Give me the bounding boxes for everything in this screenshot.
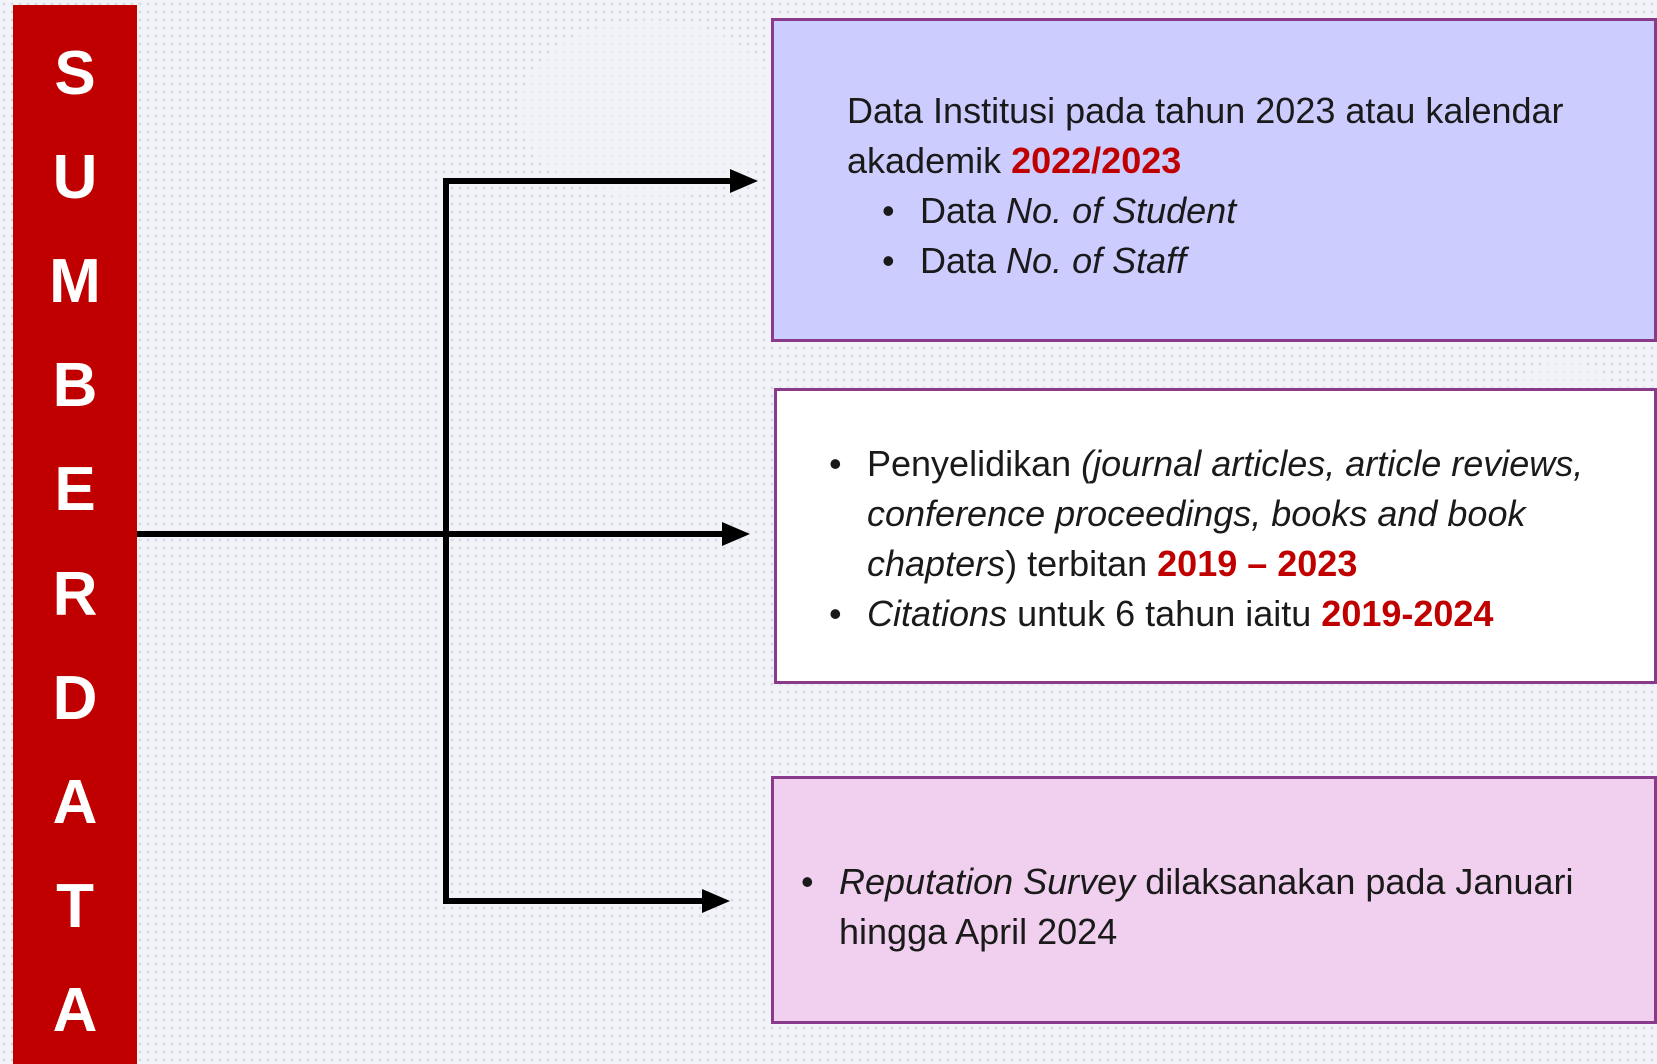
sidebar-letter: A [52, 975, 98, 1045]
list-item: Penyelidikan (journal articles, article … [827, 439, 1634, 589]
list-item: Citations untuk 6 tahun iaitu 2019-2024 [827, 589, 1634, 639]
sidebar-letter: B [52, 351, 98, 421]
list-item: Data No. of Staff [880, 236, 1634, 286]
item-italic: No. of Staff [1006, 240, 1187, 281]
arrowhead-top [730, 169, 758, 193]
sidebar-letter: E [54, 455, 96, 525]
item-middle: ) terbitan [1005, 543, 1158, 584]
item-italic: No. of Student [1006, 190, 1237, 231]
arrowhead-middle [722, 522, 750, 546]
sidebar-letter: S [54, 39, 96, 108]
sidebar-letter: R [52, 559, 98, 629]
item-prefix: Data [920, 190, 1007, 231]
reputation-survey-box: Reputation Survey dilaksanakan pada Janu… [771, 776, 1657, 1024]
research-data-list: Penyelidikan (journal articles, article … [827, 439, 1634, 639]
item-italic: (journal articles, article reviews, conf… [867, 443, 1584, 584]
sidebar-letter: U [52, 143, 98, 213]
institution-data-list: Data No. of Student Data No. of Staff [880, 186, 1634, 286]
list-item: Data No. of Student [880, 186, 1634, 236]
sumber-data-sidebar: S U M B E R D A T A [13, 5, 137, 1064]
arrowhead-bottom [702, 889, 730, 913]
item-italic: Citations [867, 593, 1008, 634]
item-text: dilaksanakan pada Januari hingga April 2… [839, 861, 1574, 952]
item-middle: untuk 6 tahun iaitu [1007, 593, 1322, 634]
world-map-backdrop [520, 20, 780, 200]
citation-years-highlight: 2019-2024 [1321, 593, 1494, 634]
intro-text: Data Institusi pada tahun 2023 atau kale… [847, 90, 1564, 181]
item-italic: Reputation Survey [839, 861, 1136, 902]
institution-data-box: Data Institusi pada tahun 2023 atau kale… [771, 18, 1657, 342]
item-prefix: Penyelidikan [867, 443, 1082, 484]
institution-data-intro: Data Institusi pada tahun 2023 atau kale… [847, 86, 1634, 186]
sidebar-letter: T [56, 871, 94, 941]
research-data-box: Penyelidikan (journal articles, article … [774, 388, 1657, 684]
list-item: Reputation Survey dilaksanakan pada Janu… [799, 857, 1634, 957]
sidebar-letter: M [49, 247, 101, 317]
reputation-survey-list: Reputation Survey dilaksanakan pada Janu… [799, 857, 1634, 957]
sidebar-letter: D [52, 663, 98, 733]
item-prefix: Data [920, 240, 1007, 281]
academic-year-highlight: 2022/2023 [1011, 140, 1182, 181]
publication-years-highlight: 2019 – 2023 [1157, 543, 1358, 584]
sidebar-letter: A [52, 767, 98, 837]
